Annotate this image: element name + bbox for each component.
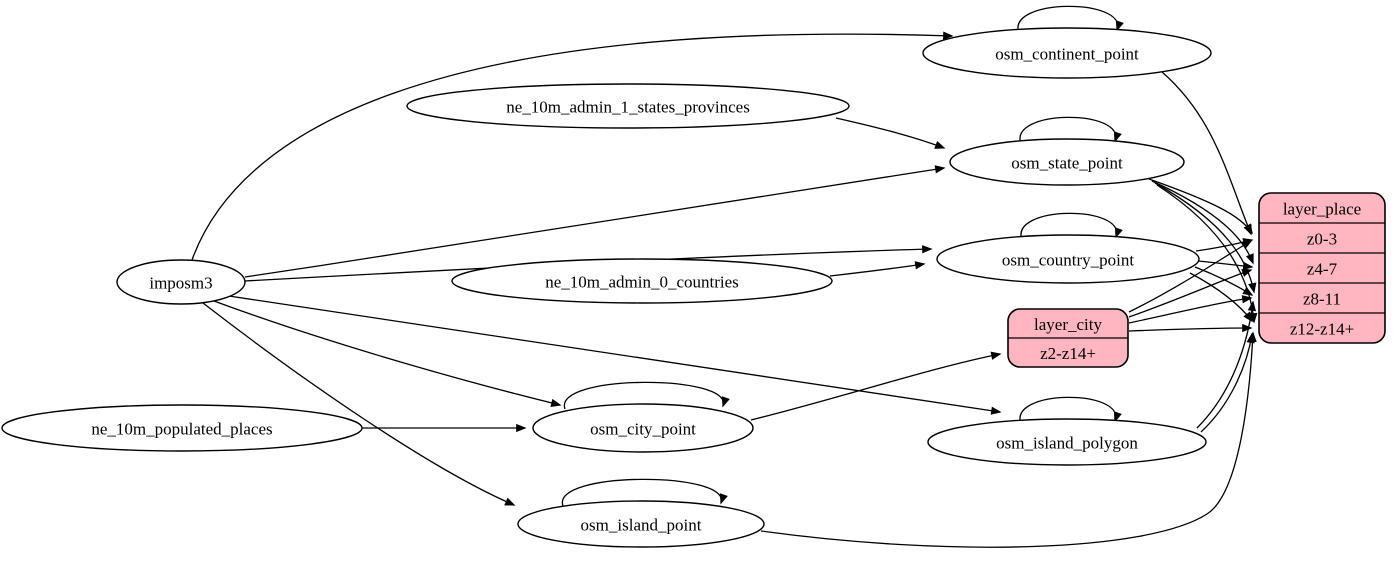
node-shape-osm_country_point [936, 234, 1200, 284]
edge-layer_city-to-layer_place.z8-11 [1128, 295, 1253, 324]
edge-osm_state_point-to-layer_place.z0-3 [1148, 178, 1253, 235]
node-ne_10m_admin_1_states_provinces: ne_10m_admin_1_states_provinces [406, 83, 850, 129]
edge-ne_10m_admin_0_countries-to-osm_country_point [829, 261, 926, 277]
node-label-osm_island_polygon: osm_island_polygon [996, 434, 1138, 453]
node-osm_city_point: osm_city_point [532, 403, 754, 453]
node-shape-imposm3 [116, 259, 246, 305]
edge-imposm3-to-osm_island_polygon [228, 295, 1002, 415]
node-shape-osm_island_point [517, 500, 765, 548]
record-row-layer_city-z2-z14+: z2-z14+ [1040, 344, 1096, 363]
edges-layer [191, 5, 1258, 548]
edge-osm_continent_point-to-layer_place.z0-3 [1161, 71, 1252, 236]
nodes-layer: imposm3 ne_10m_admin_1_states_provincesne… [1, 27, 1386, 548]
self-loop-osm_state_point [1019, 116, 1122, 145]
record-row-layer_place-z0-3: z0-3 [1307, 230, 1337, 249]
edge-osm_island_polygon-to-layer_place.z12-z14+ [1200, 332, 1255, 433]
record-header-layer_place: layer_place [1283, 200, 1361, 219]
record-header-layer_city: layer_city [1034, 315, 1102, 334]
edge-imposm3-to-osm_island_point [202, 302, 516, 506]
edge-layer_city-to-layer_place.z0-3 [1128, 240, 1253, 313]
record-layer_place: layer_place z0-3 z4-7 z8-11 z12-z14+ [1258, 192, 1386, 344]
node-shape-osm_island_polygon [927, 418, 1207, 466]
edge-imposm3-to-osm_state_point [244, 165, 946, 278]
edge-ne_10m_admin_1_states_provinces-to-osm_state_point [835, 117, 946, 149]
edge-osm_country_point-to-layer_place.z4-7 [1197, 260, 1254, 271]
node-shape-osm_city_point [532, 403, 754, 453]
self-loop-osm_island_point [562, 478, 728, 507]
node-label-osm_country_point: osm_country_point [1002, 251, 1134, 270]
edge-imposm3-to-osm_city_point [213, 300, 562, 407]
edge-osm_city_point-to-layer_city.z2-z14+ [750, 351, 1002, 421]
node-label-osm_continent_point: osm_continent_point [995, 45, 1139, 64]
edge-imposm3-to-osm_continent_point [191, 31, 954, 261]
self-loop-osm_city_point [564, 381, 730, 410]
edge-osm_country_point-to-layer_place.z8-11 [1194, 266, 1254, 296]
record-row-layer_place-z4-7: z4-7 [1307, 260, 1338, 279]
node-label-imposm3: imposm3 [149, 274, 212, 293]
node-shape-ne_10m_admin_0_countries [451, 258, 833, 304]
node-ne_10m_admin_0_countries: ne_10m_admin_0_countries [451, 258, 833, 304]
edge-layer_city-to-layer_place.z12-z14+ [1128, 323, 1253, 333]
self-loop-osm_island_polygon [1019, 396, 1122, 425]
record-row-layer_place-z8-11: z8-11 [1303, 290, 1341, 309]
node-shape-osm_continent_point [922, 27, 1212, 79]
node-osm_island_polygon: osm_island_polygon [927, 418, 1207, 466]
node-imposm3: imposm3 [116, 259, 246, 305]
node-shape-osm_state_point [949, 138, 1185, 186]
node-label-osm_island_point: osm_island_point [581, 516, 702, 535]
node-label-ne_10m_admin_1_states_provinces: ne_10m_admin_1_states_provinces [506, 98, 750, 117]
edge-osm_island_polygon-to-layer_place.z8-11 [1196, 300, 1257, 429]
node-label-osm_city_point: osm_city_point [590, 420, 696, 439]
edge-layer_city-to-layer_place.z4-7 [1128, 268, 1253, 318]
self-loop-osm_continent_point [1017, 5, 1124, 34]
node-ne_10m_populated_places: ne_10m_populated_places [1, 404, 363, 452]
node-osm_continent_point: osm_continent_point [922, 27, 1212, 79]
node-osm_country_point: osm_country_point [936, 234, 1200, 284]
edge-osm_island_point-to-layer_place.z12-z14+ [760, 331, 1257, 548]
node-osm_state_point: osm_state_point [949, 138, 1185, 186]
node-osm_island_point: osm_island_point [517, 500, 765, 548]
node-label-ne_10m_populated_places: ne_10m_populated_places [91, 420, 272, 439]
node-shape-ne_10m_admin_1_states_provinces [406, 83, 850, 129]
node-label-osm_state_point: osm_state_point [1011, 154, 1123, 173]
edge-osm_state_point-to-layer_place.z8-11 [1154, 182, 1257, 294]
node-label-ne_10m_admin_0_countries: ne_10m_admin_0_countries [545, 273, 739, 292]
edge-osm_country_point-to-layer_place.z12-z14+ [1189, 272, 1253, 323]
record-shape-layer_place [1258, 192, 1386, 344]
edge-osm_state_point-to-layer_place.z4-7 [1151, 180, 1254, 265]
record-row-layer_place-z12-z14+: z12-z14+ [1290, 320, 1354, 339]
record-layer_city: layer_city z2-z14+ [1007, 308, 1129, 368]
self-loop-osm_country_point [1020, 212, 1123, 241]
node-shape-ne_10m_populated_places [1, 404, 363, 452]
